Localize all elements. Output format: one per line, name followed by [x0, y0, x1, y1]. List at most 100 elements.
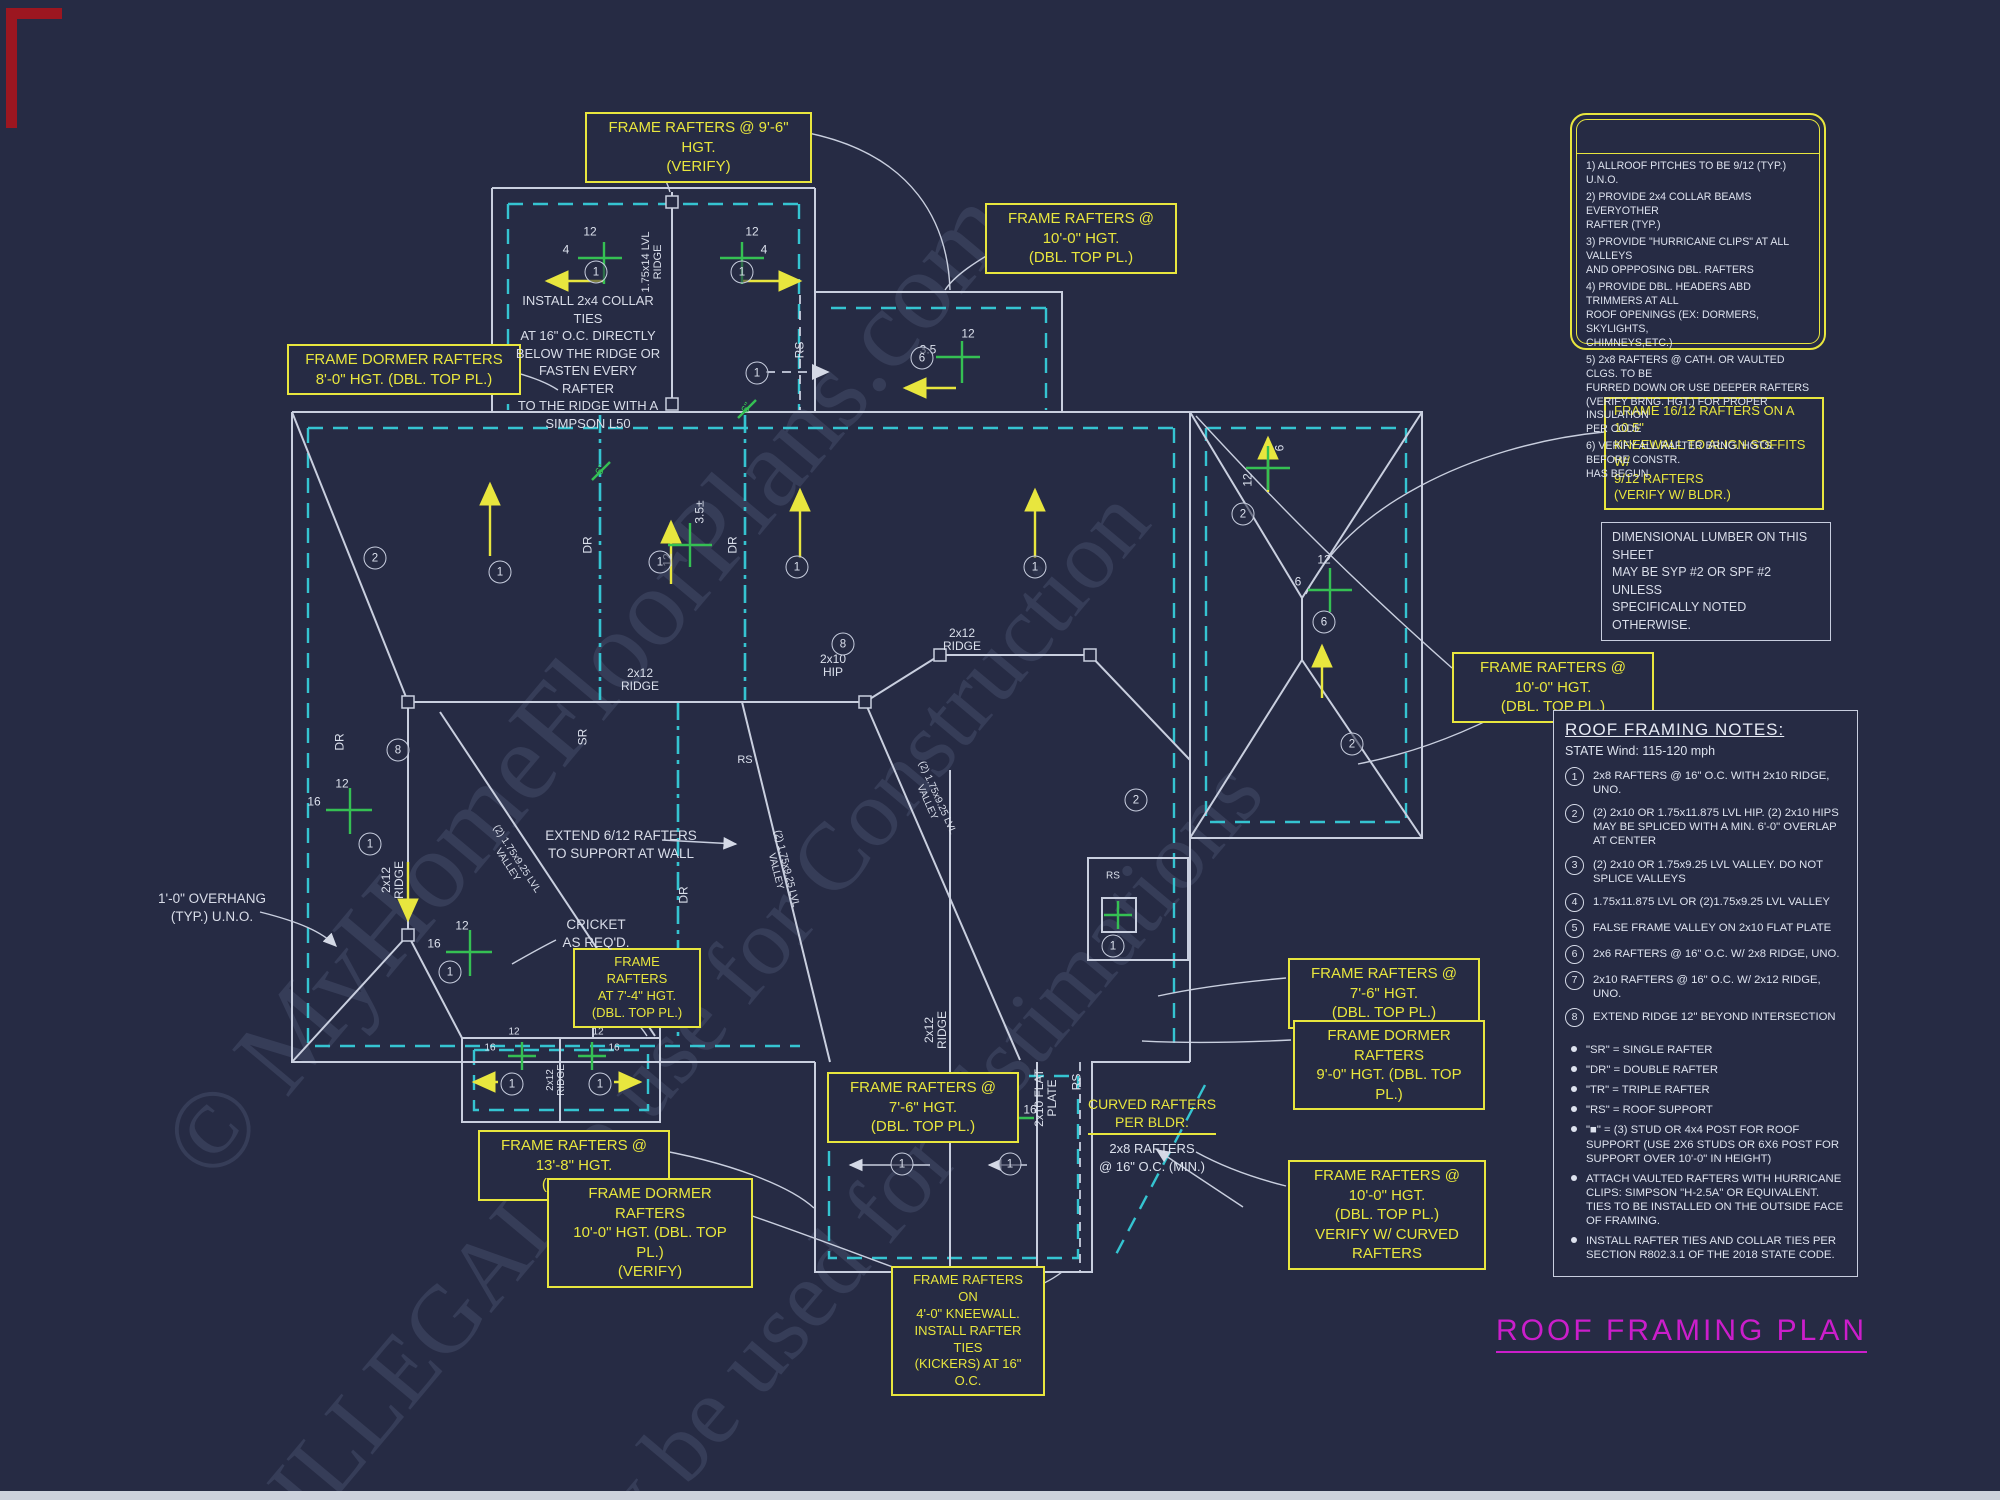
note-number: 6 [1565, 944, 1584, 964]
pitch-run: 16 [608, 1042, 620, 1054]
sheet-corner-mark-horizontal [6, 8, 62, 19]
pitch-run: 6 [1294, 574, 1302, 589]
double-rafter-tag: DR [332, 733, 347, 751]
leader-lines [259, 129, 1605, 1293]
callout-dormer-10-0: FRAME DORMER RAFTERS 10'-0" HGT. (DBL. T… [547, 1178, 753, 1288]
roof-support-posts [401, 195, 1097, 942]
pitch-rise: 12 [455, 918, 469, 933]
sheet-corner-mark-vertical [6, 8, 17, 128]
pitch-rise: 12 [583, 224, 597, 239]
note-key-6: 6 [910, 346, 934, 370]
legend-row: "DR" = DOUBLE RAFTER [1565, 1061, 1846, 1077]
pitch-run: 4 [760, 242, 768, 257]
double-rafter-tag: DR [580, 536, 595, 554]
note-number: 4 [1565, 892, 1584, 912]
pitch-rise: 12 [961, 326, 975, 341]
pitch-rise: 12 [1317, 552, 1331, 567]
ridge-label: 1.75x14 LVL RIDGE [639, 231, 664, 293]
note-number: 1 [1565, 767, 1584, 786]
ridge-label: 2x12 RIDGE [942, 625, 982, 653]
framing-notes-title: ROOF FRAMING NOTES: [1565, 720, 1785, 739]
note-key-1: 1 [785, 555, 809, 579]
note-key-2: 2 [363, 546, 387, 570]
callout-dormer-8-0: FRAME DORMER RAFTERS 8'-0" HGT. (DBL. TO… [287, 344, 521, 395]
pitch-run: 16 [484, 1042, 496, 1054]
ridge-label: 2x12 RIDGE [921, 1010, 949, 1050]
general-note: 2) PROVIDE 2x4 COLLAR BEAMS EVERYOTHER R… [1586, 190, 1752, 231]
callout-kneewall-16-12: FRAME 16/12 RAFTERS ON A 10.5" KNEEWALL … [1604, 397, 1824, 511]
pitch-rise: 12 [335, 776, 349, 791]
general-notes-box: 1) ALLROOF PITCHES TO BE 9/12 (TYP.) U.N… [1570, 113, 1826, 480]
callout-rafters-7-6-left: FRAME RAFTERS @ 7'-6" HGT. (DBL. TOP PL.… [827, 1072, 1019, 1143]
pitch-run: 16 [1023, 1102, 1037, 1117]
note-number: 5 [1565, 918, 1584, 938]
pitch-run: 4 [562, 242, 570, 257]
callout-rafters-7-6-right: FRAME RAFTERS @ 7'-6" HGT. (DBL. TOP PL.… [1288, 958, 1480, 1029]
note-key-1: 1 [584, 260, 608, 284]
note-cricket: CRICKET AS REQ'D. [562, 917, 630, 951]
note-overhang: 1'-0" OVERHANG (TYP.) U.N.O. [158, 891, 266, 925]
note-key-1: 1 [648, 550, 672, 574]
note-key-2: 2 [1124, 788, 1148, 812]
note-key-1: 1 [588, 1072, 612, 1096]
note-key-6: 6 [1312, 610, 1336, 634]
note-key-1: 1 [358, 832, 382, 856]
ridge-label: 2x12 RIDGE [378, 860, 406, 900]
general-note: 3) PROVIDE "HURRICANE CLIPS" AT ALL VALL… [1586, 235, 1789, 276]
note-number: 8 [1565, 1007, 1584, 1027]
roof-framing-notes-box: ROOF FRAMING NOTES: STATE Wind: 115-120 … [1553, 710, 1858, 1278]
general-notes-divider [1577, 153, 1819, 154]
roof-support-tag: RS [1106, 870, 1120, 882]
note-key-1: 1 [488, 560, 512, 584]
note-number: 3 [1565, 855, 1584, 875]
pitch-rise: 12 [1240, 473, 1255, 487]
general-note: 1) ALLROOF PITCHES TO BE 9/12 (TYP.) U.N… [1586, 160, 1787, 186]
pitch-rise: 12 [508, 1026, 520, 1038]
pitch-run: 3.5± [692, 500, 707, 524]
callout-rafters-7-4: FRAME RAFTERS AT 7'-4" HGT. (DBL. TOP PL… [573, 948, 701, 1028]
slope-arrows [397, 270, 1333, 1093]
single-rafter-tag: SR [575, 728, 590, 746]
callout-curved-rafters: CURVED RAFTERS PER BLDR. 2x8 RAFTERS @ 1… [1086, 1078, 1218, 1193]
curved-rafters-title: CURVED RAFTERS PER BLDR. [1087, 1096, 1217, 1135]
note-key-8: 8 [386, 738, 410, 762]
legend-row: "TR" = TRIPLE RAFTER [1565, 1081, 1846, 1097]
pitch-rise: 12 [592, 1026, 604, 1038]
pitch-rise: 12 [745, 224, 759, 239]
note-number: 7 [1565, 970, 1584, 990]
note-key-1: 1 [730, 260, 754, 284]
note-key-8: 8 [831, 632, 855, 656]
bullet-note-row: "■" = (3) STUD OR 4x4 POST FOR ROOF SUPP… [1565, 1121, 1846, 1165]
bullet-note-row: ATTACH VAULTED RAFTERS WITH HURRICANE CL… [1565, 1170, 1846, 1228]
legend-row: "RS" = ROOF SUPPORT [1565, 1101, 1846, 1117]
general-note: 5) 2x8 RAFTERS @ CATH. OR VAULTED CLGS. … [1586, 353, 1810, 436]
pitch-run: 16 [427, 936, 441, 951]
framing-notes-wind: STATE Wind: 115-120 mph [1565, 744, 1716, 758]
flat-plate-label: 2x10 FLAT PLATE [1031, 1069, 1059, 1127]
hip-label: 2x10 HIP [819, 651, 847, 679]
legend-row: "SR" = SINGLE RAFTER [1565, 1041, 1846, 1057]
note-extend-rafters: EXTEND 6/12 RAFTERS TO SUPPORT AT WALL [545, 828, 697, 862]
sheet-bottom-edge [0, 1491, 2000, 1500]
note-dimensional-lumber: DIMENSIONAL LUMBER ON THIS SHEET MAY BE … [1601, 522, 1831, 641]
note-key-1: 1 [1023, 555, 1047, 579]
roof-support-tag: RS [1069, 1073, 1084, 1091]
note-key-1: 1 [500, 1072, 524, 1096]
note-key-2: 2 [1340, 732, 1364, 756]
page-title: ROOF FRAMING PLAN [1496, 1314, 1868, 1353]
note-number: 2 [1565, 804, 1584, 824]
note-key-1: 1 [438, 960, 462, 984]
general-note: 6) VERIFY ALL RAFTER BRNG. HGTS. BEFORE … [1586, 440, 1775, 481]
note-collar-ties: INSTALL 2x4 COLLAR TIES AT 16" O.C. DIRE… [515, 293, 661, 431]
callout-rafters-10-0-curved: FRAME RAFTERS @ 10'-0" HGT. (DBL. TOP PL… [1288, 1160, 1486, 1270]
hidden-lines [766, 295, 1081, 1272]
ridge-label: 2x12 RIDGE [620, 665, 660, 693]
note-key-1: 1 [998, 1152, 1022, 1176]
